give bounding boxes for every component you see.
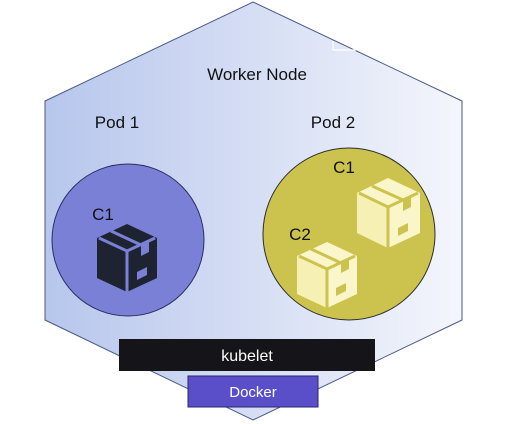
pod-1-container-c1-label: C1 <box>92 205 114 224</box>
worker-node-title: Worker Node <box>207 65 307 84</box>
kubelet-bar <box>119 339 375 371</box>
pod-2-container-c1-label: C1 <box>333 158 355 177</box>
package-box-icon <box>357 178 420 248</box>
package-box-icon <box>97 224 157 292</box>
pod-1-label: Pod 1 <box>95 113 139 132</box>
docker-bar <box>187 375 319 408</box>
pod-2-label: Pod 2 <box>311 113 355 132</box>
pod-2-container-c2-label: C2 <box>289 225 311 244</box>
package-box-icon <box>297 242 357 308</box>
docker-label: Docker <box>229 384 277 401</box>
kubelet-label: kubelet <box>221 348 273 365</box>
